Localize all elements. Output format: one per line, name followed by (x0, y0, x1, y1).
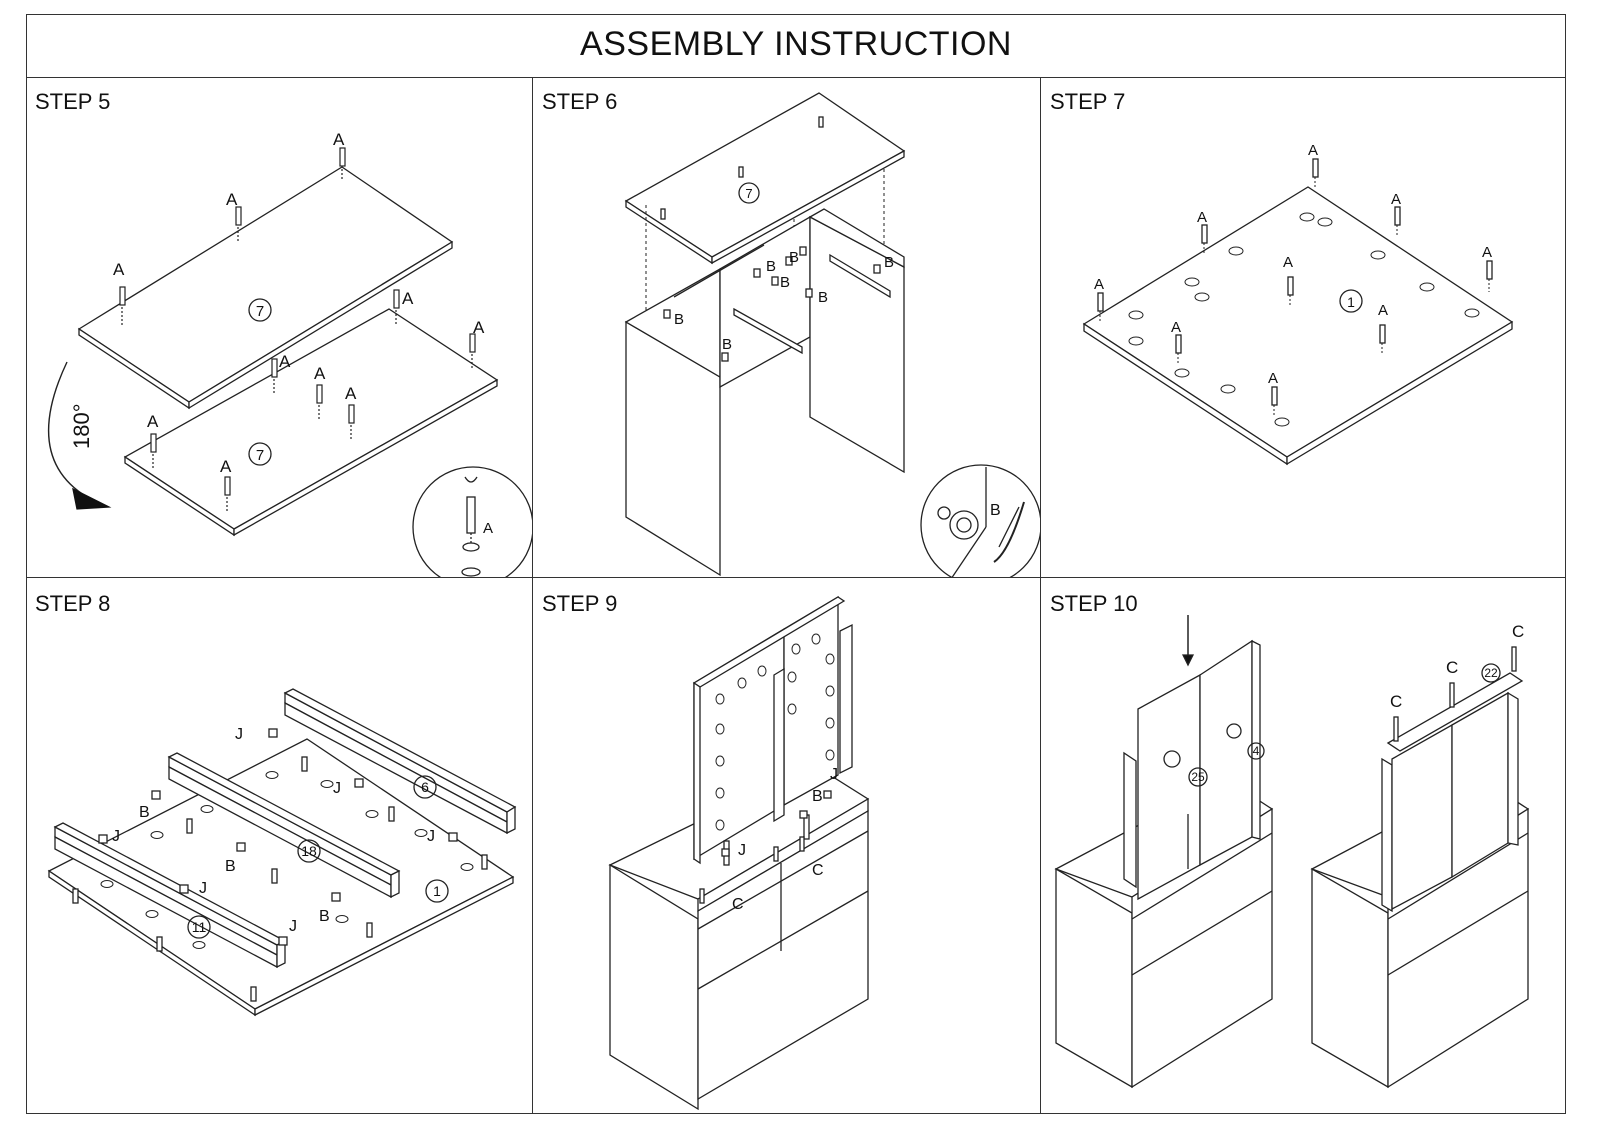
step-8-label: STEP 8 (35, 591, 111, 616)
step-7-drawing (1082, 158, 1514, 466)
step-8-drawing (47, 688, 517, 1017)
divider-horizontal (27, 577, 1565, 578)
step-7-panel: STEP 7 (1042, 77, 1567, 577)
step-10-drawing (1054, 615, 1530, 1089)
step-9-label: STEP 9 (542, 591, 618, 616)
page-title: ASSEMBLY INSTRUCTION (27, 15, 1565, 78)
divider-vertical-1 (532, 77, 533, 1113)
step-5-drawing (47, 147, 532, 577)
instruction-sheet: ASSEMBLY INSTRUCTION STEP 5 (26, 14, 1566, 1114)
step-10-label: STEP 10 (1050, 591, 1138, 616)
step-6-panel: STEP 6 (534, 77, 1040, 577)
step-6-drawing (624, 92, 1040, 577)
step-5-label: STEP 5 (35, 89, 111, 114)
step-9-panel: STEP 9 (534, 579, 1040, 1115)
divider-vertical-2 (1040, 77, 1041, 1113)
step-5-panel: STEP 5 (27, 77, 532, 577)
step-6-label: STEP 6 (542, 89, 618, 114)
step-7-label: STEP 7 (1050, 89, 1126, 114)
step-8-panel: STEP 8 (27, 579, 532, 1115)
step-9-drawing (608, 595, 870, 1111)
step-10-panel: STEP 10 (1042, 579, 1567, 1115)
